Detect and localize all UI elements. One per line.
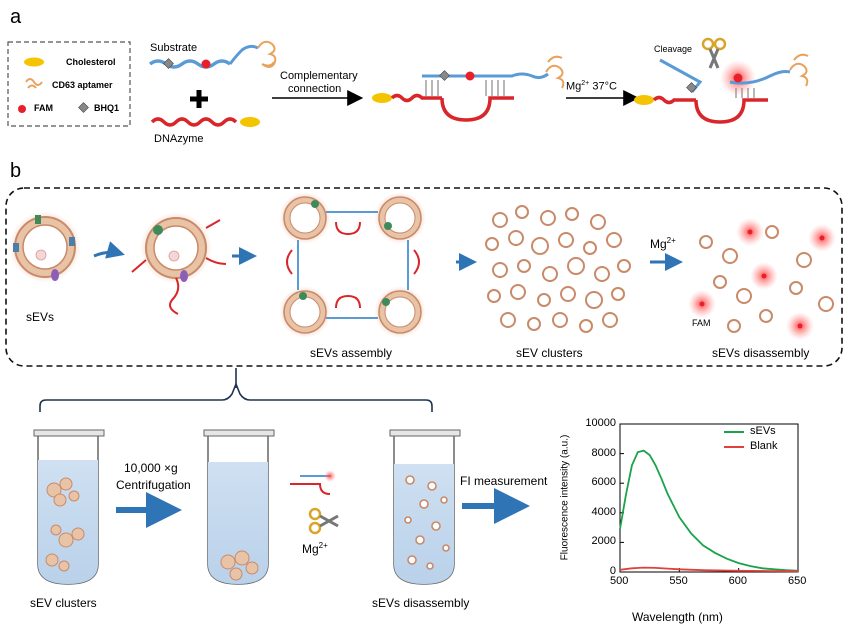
chart-ylabel: Fluorescence intensity (a.u.) (559, 434, 571, 561)
substrate-strand (148, 59, 232, 69)
tube1-label: sEV clusters (30, 596, 97, 610)
legend-entry: Blank (750, 440, 778, 452)
series-line-sevs (619, 449, 799, 572)
bhq1-diamond-icon (78, 102, 89, 113)
sev-clusters-label: sEV clusters (516, 346, 583, 360)
aptamer-icon (25, 78, 43, 89)
cleavage-label: Cleavage (654, 44, 693, 54)
mg-condition-a: Mg2+ 37°C (566, 80, 617, 93)
x-tick-label: 650 (788, 575, 807, 587)
mg-bottom-label: Mg2+ (302, 541, 328, 556)
fi-measurement-label: FI measurement (460, 474, 548, 488)
plus-icon (190, 90, 208, 108)
y-tick-label: 0 (609, 565, 616, 577)
centrifugation-line1: 10,000 ×g (124, 461, 178, 475)
centrifugation-line2: Centrifugation (116, 478, 191, 492)
tube-3 (389, 429, 461, 585)
scissors-icon (701, 37, 727, 69)
x-tick-label: 500 (610, 575, 629, 587)
tube3-label: sEVs disassembly (372, 596, 470, 610)
y-tick-label: 4000 (591, 505, 616, 518)
sev-vesicle (9, 211, 81, 283)
disassembly-group (688, 218, 836, 340)
complementary-line1: Complementary (280, 70, 358, 82)
legend-fam: FAM (34, 103, 53, 113)
legend-entry: sEVs (750, 425, 776, 437)
series-line-blank (619, 566, 799, 573)
dnazyme-strand (150, 117, 238, 127)
cholesterol-icon (24, 57, 44, 67)
substrate-label: Substrate (150, 42, 198, 54)
tube-1 (33, 429, 105, 585)
fam-dot-icon (18, 105, 26, 113)
clusters-group (485, 205, 631, 333)
legend-cholesterol: Cholesterol (66, 57, 116, 67)
chart-layer (619, 423, 799, 573)
chart-xlabel: Wavelength (nm) (632, 610, 723, 624)
y-tick-label: 10000 (585, 417, 616, 429)
scissors-icon-2 (308, 507, 339, 535)
fam-b-label: FAM (692, 318, 711, 328)
legend-aptamer: CD63 aptamer (52, 80, 113, 90)
tube-2 (203, 429, 275, 585)
brace (39, 381, 433, 412)
panel-b-box (5, 187, 843, 367)
assembly-group (279, 192, 426, 338)
complementary-line2: connection (288, 83, 342, 95)
substrate-aptamer (257, 40, 277, 68)
x-tick-label: 600 (728, 575, 748, 587)
panel-b-letter: b (10, 160, 22, 182)
y-tick-label: 6000 (591, 476, 616, 489)
arrow-b1 (93, 241, 125, 259)
legend-bhq1: BHQ1 (94, 103, 120, 113)
mg-b-label: Mg2+ (650, 236, 676, 251)
sevs-assembly-label: sEVs assembly (310, 346, 393, 360)
panel-a-letter: a (10, 6, 22, 28)
chart-frame (619, 423, 799, 573)
sevs-label: sEVs (26, 310, 55, 324)
sevs-disassembly-label: sEVs disassembly (712, 346, 810, 360)
y-tick-label: 2000 (591, 535, 616, 548)
dnazyme-label: DNAzyme (154, 133, 204, 145)
y-tick-label: 8000 (591, 446, 616, 459)
legend-box (7, 41, 131, 127)
x-tick-label: 550 (669, 575, 688, 587)
